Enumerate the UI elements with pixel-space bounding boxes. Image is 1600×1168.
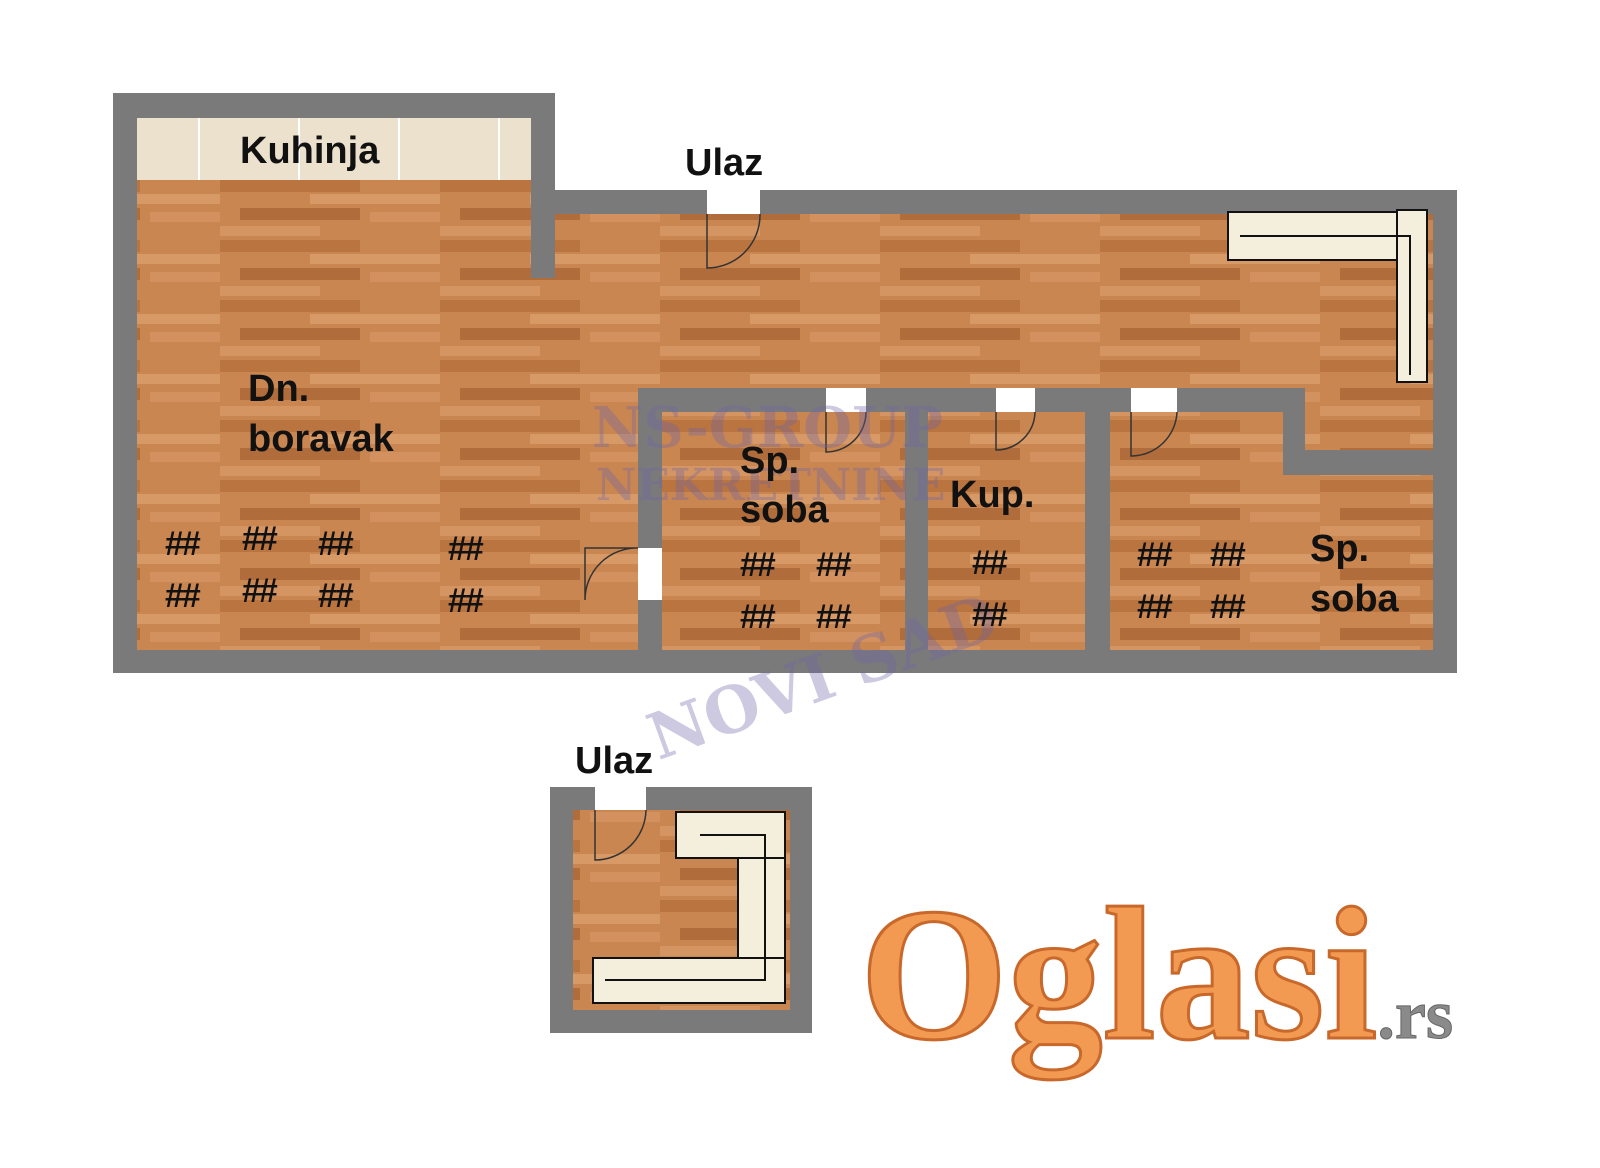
label-bedroom2-1: Sp.: [1310, 528, 1370, 570]
label-living-1: Dn.: [248, 368, 310, 410]
label-bedroom2-2: soba: [1310, 578, 1399, 620]
oglasi-logo: Oglasi.rs: [858, 879, 1454, 1072]
dimension-placeholder: ##: [242, 520, 278, 558]
label-bathroom: Kup.: [950, 474, 1035, 516]
label-entrance-annex: Ulaz: [575, 740, 654, 782]
dimension-placeholder: ##: [242, 572, 278, 610]
logo-tld: .rs: [1377, 977, 1454, 1054]
label-entrance: Ulaz: [685, 142, 764, 184]
dimension-placeholder: ##: [448, 530, 484, 568]
dimension-placeholder: ##: [1210, 536, 1246, 574]
dimension-placeholder: ##: [448, 582, 484, 620]
dimension-placeholder: ##: [816, 546, 852, 584]
watermark-line2: NEKRETNINE: [596, 460, 946, 511]
label-bedroom1-1: Sp.: [740, 440, 800, 482]
dimension-placeholder: ##: [1210, 588, 1246, 626]
dimension-placeholder: ##: [816, 598, 852, 636]
dimension-placeholder: ##: [1137, 588, 1173, 626]
watermark-line1: NS-GROUP: [592, 395, 944, 461]
dimension-placeholder: ##: [165, 577, 201, 615]
dimension-placeholder: ##: [972, 544, 1008, 582]
dimension-placeholder: ##: [740, 546, 776, 584]
dimension-placeholder: ##: [1137, 536, 1173, 574]
dimension-placeholder: ##: [318, 577, 354, 615]
label-kitchen: Kuhinja: [240, 130, 380, 172]
stair-annex: [550, 787, 812, 1033]
kitchen-tiles: [137, 118, 531, 180]
dimension-placeholder: ##: [318, 525, 354, 563]
dimension-placeholder: ##: [972, 596, 1008, 634]
dimension-placeholder: ##: [165, 525, 201, 563]
floors: [137, 118, 1433, 650]
label-living-2: boravak: [248, 418, 394, 460]
dimension-placeholder: ##: [740, 598, 776, 636]
logo-main: Oglasi: [858, 870, 1378, 1080]
label-bedroom1-2: soba: [740, 489, 829, 531]
stairs-top: [1227, 209, 1428, 383]
